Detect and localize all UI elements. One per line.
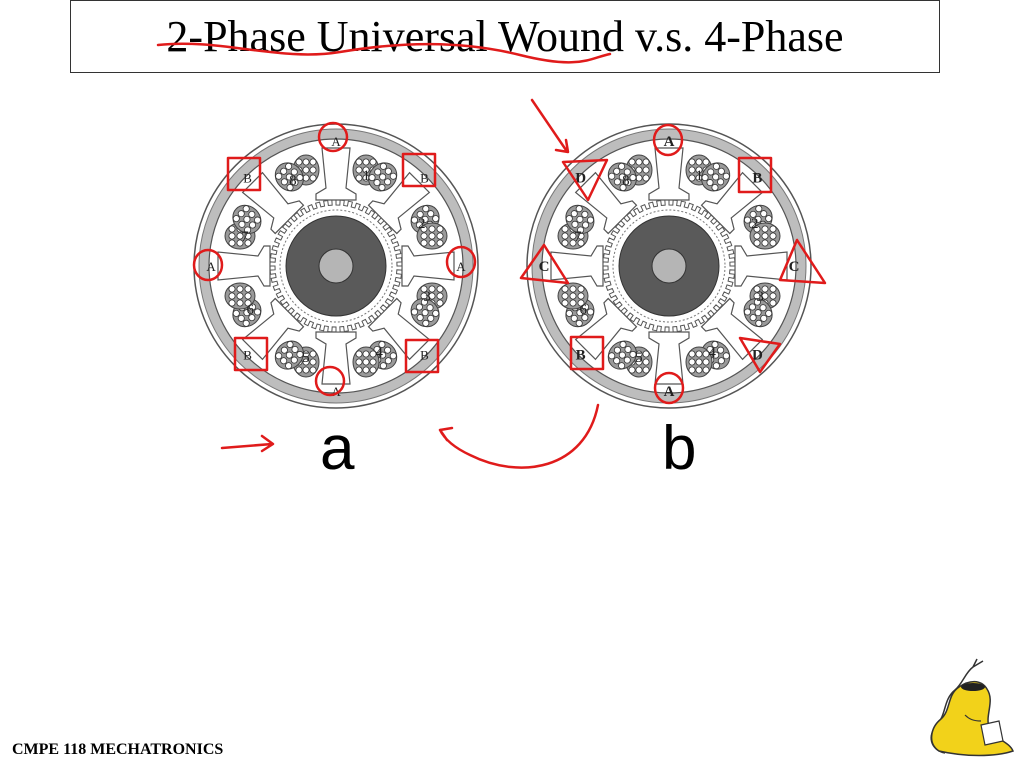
motor-b-pole-label: B [576, 347, 586, 363]
motor-a-slot-number: 6 [246, 302, 254, 318]
motor-a-pole-7 [217, 222, 271, 310]
banana-slug-logo-icon [930, 658, 1014, 757]
motor-a-slot-number: 4 [375, 345, 383, 361]
motor-a-pole-label: B [243, 347, 252, 362]
motor-a-pole-8 [232, 162, 305, 235]
motor-b-slot-number: 6 [579, 302, 587, 318]
motor-a-pole-label: B [243, 171, 252, 186]
motor-b-pole-label: D [575, 171, 586, 187]
motor-a-shaft [318, 248, 354, 284]
motor-b-pole-label: D [752, 347, 763, 363]
motor-a-slot-number: 7 [241, 229, 249, 245]
motor-b-slot-number: 1 [695, 168, 703, 184]
motor-b-slot-number: 2 [751, 216, 759, 232]
diagram-caption-a: a [320, 414, 355, 483]
motor-a-pole-label: B [420, 171, 429, 186]
motor-a-pole-3 [401, 222, 455, 310]
motor-b-pole-label: A [664, 134, 675, 150]
diagram-caption-b: b [662, 414, 697, 483]
motor-a-pole-label: B [420, 347, 429, 362]
motor-b-slot-number: 3 [756, 289, 764, 305]
title-box: 2-Phase Universal Wound v.s. 4-Phase [70, 0, 940, 73]
motor-b-pole-label: C [789, 259, 800, 275]
motor-a-pole-label: A [331, 134, 341, 149]
motor-a-slot-number: 3 [423, 289, 431, 305]
motor-b-slot-number: 4 [708, 345, 716, 361]
motor-b-pole-label: A [664, 384, 675, 400]
motor-a-pole-label: A [331, 384, 341, 399]
motor-b-slot-number: 7 [574, 229, 582, 245]
motor-b-pole-label: C [539, 259, 550, 275]
course-footer: CMPE 118 MECHATRONICS [12, 741, 224, 758]
motor-b-slot-number: 5 [635, 350, 643, 366]
motor-a-slot-number: 5 [302, 350, 310, 366]
motor-a-pole-label: A [206, 259, 216, 274]
arrow-to-caption-a [220, 434, 275, 453]
motor-b-pole-label: B [752, 171, 762, 187]
motor-b-slot-number: 8 [622, 173, 630, 189]
slide-title: 2-Phase Universal Wound v.s. 4-Phase [166, 12, 844, 61]
motor-a-slot-number: 1 [362, 168, 370, 184]
motor-a-slot-number: 8 [289, 173, 297, 189]
motor-a-pole-label: A [456, 259, 466, 274]
curved-arrow-b-to-a [438, 403, 600, 469]
motor-b-shaft [651, 248, 687, 284]
motor-a-slot-number: 2 [418, 216, 426, 232]
